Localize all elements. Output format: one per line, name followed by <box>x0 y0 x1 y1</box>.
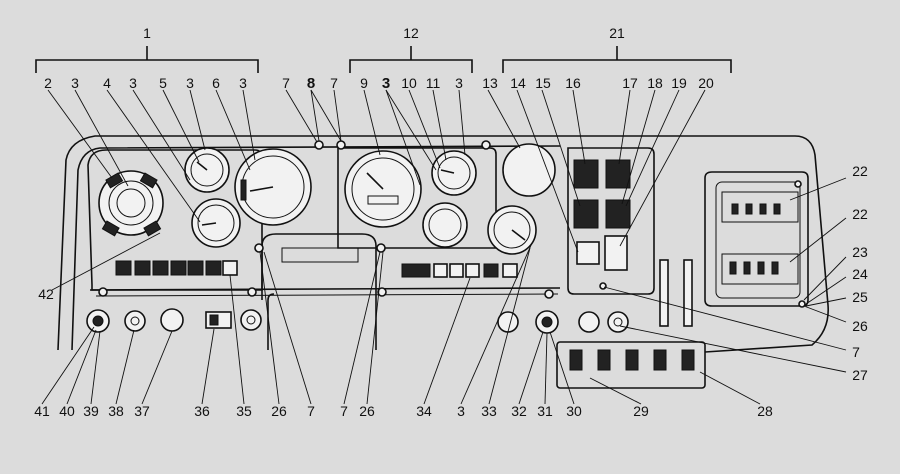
right-control-panel <box>659 191 799 327</box>
toggle-switch-box <box>556 341 706 389</box>
callout-3: 3 <box>455 75 463 91</box>
callout-12: 12 <box>403 25 419 41</box>
callout-7: 7 <box>340 403 348 419</box>
callout-labels: 1 12 21 2 3 4 3 5 3 6 3 7 8 7 9 3 10 11 … <box>34 25 868 419</box>
callout-38: 38 <box>108 403 124 419</box>
callout-19: 19 <box>671 75 687 91</box>
callout-20: 20 <box>698 75 714 91</box>
callout-16: 16 <box>565 75 581 91</box>
callout-13: 13 <box>482 75 498 91</box>
callout-29: 29 <box>633 403 649 419</box>
gauge-oil-pressure <box>191 198 241 248</box>
callout-7: 7 <box>852 344 860 360</box>
callout-26: 26 <box>852 318 868 334</box>
callout-33: 33 <box>481 403 497 419</box>
callout-21: 21 <box>609 25 625 41</box>
callout-6: 6 <box>212 75 220 91</box>
callout-23: 23 <box>852 244 868 260</box>
callout-40: 40 <box>59 403 75 419</box>
callout-27: 27 <box>852 367 868 383</box>
callout-9: 9 <box>360 75 368 91</box>
callout-28: 28 <box>757 403 773 419</box>
callout-30: 30 <box>566 403 582 419</box>
callout-3: 3 <box>382 75 390 92</box>
callout-42: 42 <box>38 286 54 302</box>
callout-3: 3 <box>129 75 137 91</box>
callout-15: 15 <box>535 75 551 91</box>
gauge-voltmeter <box>431 150 477 196</box>
callout-3: 3 <box>186 75 194 91</box>
gauge-ammeter <box>422 202 468 248</box>
callout-22: 22 <box>852 206 868 222</box>
callout-37: 37 <box>134 403 150 419</box>
gauge-tachometer <box>234 148 312 226</box>
callout-17: 17 <box>622 75 638 91</box>
callout-8: 8 <box>307 75 315 92</box>
leader-lines <box>41 89 847 405</box>
group-brackets <box>35 46 732 73</box>
callout-5: 5 <box>159 75 167 91</box>
gauge-air-pressure <box>487 205 537 255</box>
callout-25: 25 <box>852 289 868 305</box>
lower-knobs <box>86 308 629 334</box>
panel-outline <box>57 135 829 353</box>
warning-lamps-left <box>115 260 238 276</box>
callout-35: 35 <box>236 403 252 419</box>
gauge-temperature <box>184 147 230 193</box>
callout-3: 3 <box>71 75 79 91</box>
callout-3: 3 <box>457 403 465 419</box>
callout-18: 18 <box>647 75 663 91</box>
callout-36: 36 <box>194 403 210 419</box>
callout-41: 41 <box>34 403 50 419</box>
callout-22: 22 <box>852 163 868 179</box>
callout-26: 26 <box>271 403 287 419</box>
callout-34: 34 <box>416 403 432 419</box>
callout-39: 39 <box>83 403 99 419</box>
callout-10: 10 <box>401 75 417 91</box>
callout-26: 26 <box>359 403 375 419</box>
callout-24: 24 <box>852 266 868 282</box>
rocker-switches-upper <box>573 159 631 271</box>
callout-7: 7 <box>330 75 338 91</box>
callout-4: 4 <box>103 75 111 91</box>
callout-1: 1 <box>143 25 151 41</box>
callout-31: 31 <box>537 403 553 419</box>
callout-32: 32 <box>511 403 527 419</box>
callout-7: 7 <box>307 403 315 419</box>
callout-7: 7 <box>282 75 290 91</box>
callout-3: 3 <box>239 75 247 91</box>
gauge-speedometer <box>344 150 422 228</box>
callout-11: 11 <box>426 75 441 91</box>
warning-lamps-center <box>401 263 518 278</box>
callout-14: 14 <box>510 75 526 91</box>
gauge-fuel <box>98 170 164 237</box>
callout-2: 2 <box>44 75 52 91</box>
